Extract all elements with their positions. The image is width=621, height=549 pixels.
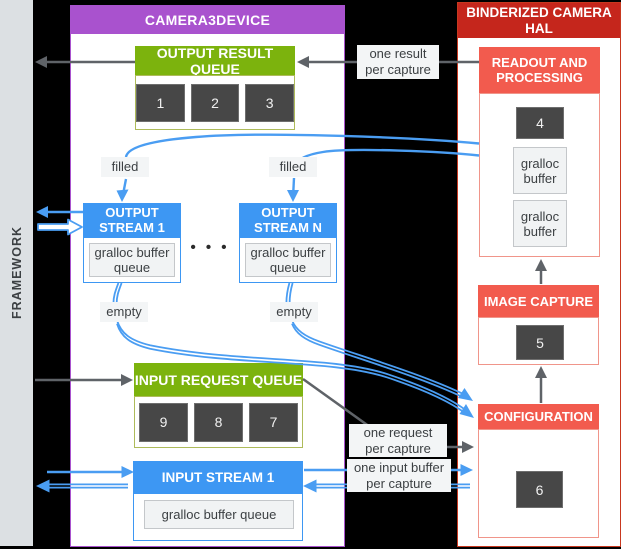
output-stream-n-header: OUTPUT STREAM N: [239, 203, 337, 237]
label-one-result-per-capture: one result per capture: [357, 45, 439, 79]
framework-strip: FRAMEWORK: [0, 0, 33, 546]
result-slot-3: 3: [245, 83, 295, 122]
label-filled-2: filled: [269, 157, 317, 177]
binderized-hal-title: BINDERIZED CAMERA HAL: [458, 3, 620, 38]
image-capture-header: IMAGE CAPTURE: [478, 285, 599, 317]
output-result-queue-body: 1 2 3: [135, 75, 295, 130]
configuration-body: 6: [478, 429, 599, 538]
output-stream-1-gralloc-queue: gralloc buffer queue: [89, 243, 175, 277]
output-stream-1-header: OUTPUT STREAM 1: [83, 203, 181, 237]
image-capture-slot-5: 5: [516, 325, 564, 360]
label-one-input-buffer-per-capture: one input buffer per capture: [347, 459, 451, 492]
ellipsis-dots: • • •: [190, 238, 230, 256]
configuration-header: CONFIGURATION: [478, 404, 599, 429]
request-slot-9: 9: [139, 402, 188, 442]
readout-processing-body: 4 gralloc buffer gralloc buffer: [479, 93, 600, 257]
input-stream-1-gralloc-queue: gralloc buffer queue: [144, 500, 294, 529]
label-one-request-per-capture: one request per capture: [349, 424, 447, 457]
result-slot-2: 2: [190, 83, 240, 122]
configuration-slot-6: 6: [516, 471, 563, 508]
output-stream-1-body: gralloc buffer queue: [83, 237, 181, 283]
framework-label: FRAMEWORK: [9, 226, 24, 320]
input-request-queue-header: INPUT REQUEST QUEUE: [134, 363, 303, 396]
readout-processing-header: READOUT AND PROCESSING: [479, 47, 600, 93]
request-slot-8: 8: [194, 402, 243, 442]
output-stream-n-body: gralloc buffer queue: [239, 237, 337, 283]
label-empty-1: empty: [100, 302, 148, 322]
result-slot-1: 1: [136, 83, 185, 122]
output-result-queue-header: OUTPUT RESULT QUEUE: [135, 45, 295, 77]
image-capture-body: 5: [478, 317, 599, 365]
input-stream-1-body: gralloc buffer queue: [133, 493, 303, 541]
output-stream-n-gralloc-queue: gralloc buffer queue: [245, 243, 331, 277]
readout-gralloc-buffer-1: gralloc buffer: [513, 147, 567, 194]
request-slot-7: 7: [249, 402, 298, 442]
label-empty-2: empty: [270, 302, 318, 322]
input-stream-1-header: INPUT STREAM 1: [133, 461, 303, 493]
camera3device-title: CAMERA3DEVICE: [71, 6, 344, 34]
readout-slot-4: 4: [516, 107, 564, 139]
input-request-queue-body: 9 8 7: [134, 396, 303, 448]
label-filled-1: filled: [101, 157, 149, 177]
readout-gralloc-buffer-2: gralloc buffer: [513, 200, 567, 247]
